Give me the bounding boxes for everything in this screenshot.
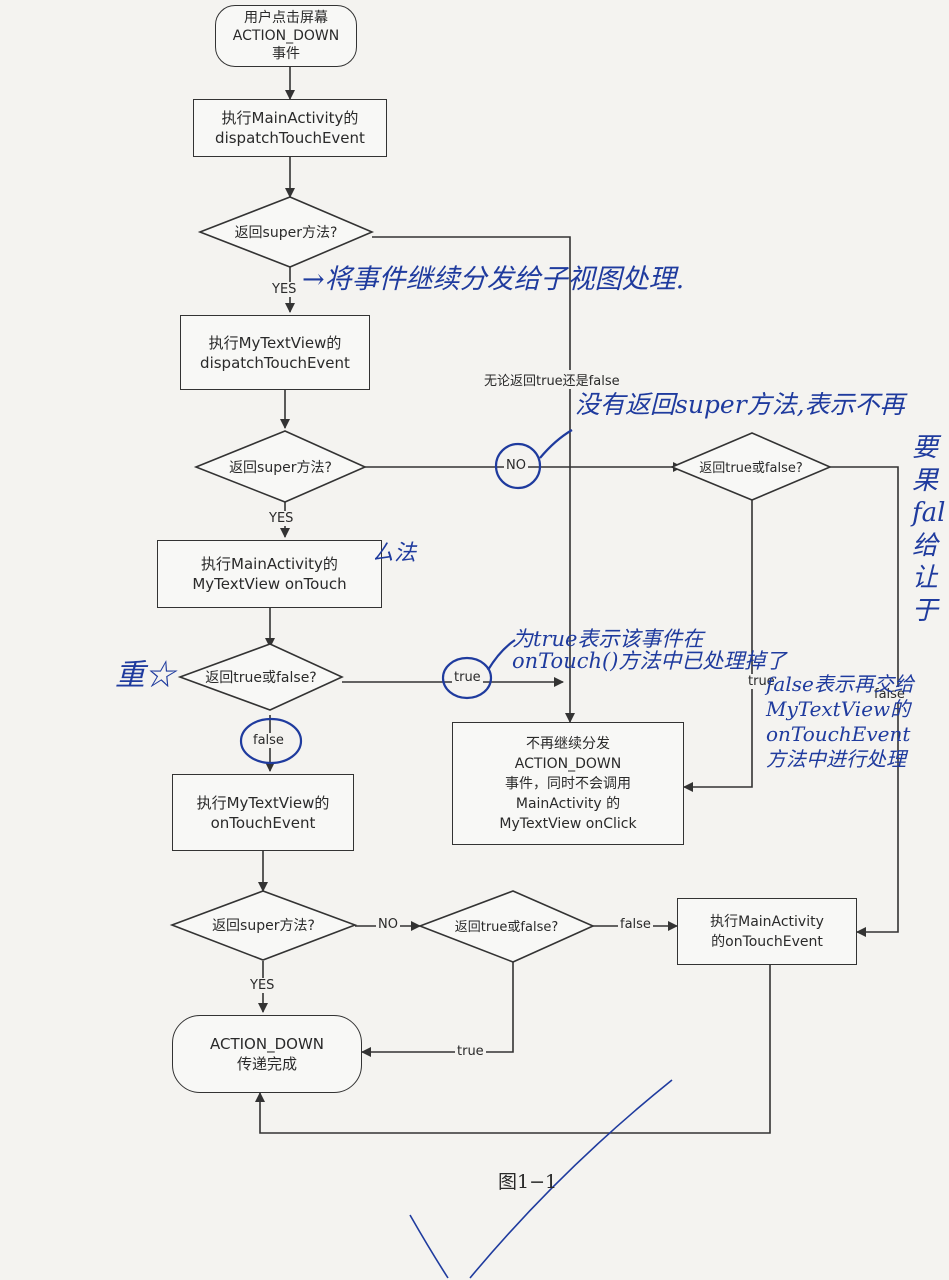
decision-d3-text: 返回true或false?	[205, 670, 317, 686]
handwritten-note: 为true表示该事件在 onTouch()方法中已处理掉了	[512, 627, 787, 674]
check-mark	[409, 1079, 673, 1279]
edge-label-any-return: 无论返回true还是false	[482, 370, 622, 389]
edge-label-false: false	[251, 733, 286, 748]
annotation-arrow	[539, 429, 573, 459]
decision-d2-text: 返回super方法?	[229, 460, 332, 476]
figure-caption: 图1−1	[498, 1171, 558, 1193]
edge-label-yes: YES	[270, 282, 299, 297]
decision-diamond	[193, 430, 367, 503]
edge-label-true: true	[455, 1044, 486, 1059]
annotation-circle	[441, 656, 493, 700]
annotation-arrow	[487, 639, 516, 671]
decision-diamond	[417, 890, 595, 963]
decision-diamond	[669, 432, 833, 501]
done-node: ACTION_DOWN 传递完成	[172, 1015, 362, 1093]
handwritten-note: ㄙ法	[372, 541, 417, 566]
edge-label-yes: YES	[267, 511, 296, 526]
main-dispatch-box: 执行MainActivity的 dispatchTouchEvent	[193, 99, 387, 157]
connector	[372, 236, 575, 723]
connector	[255, 965, 771, 1134]
edge-label-no: NO	[376, 917, 400, 932]
stop-dispatch-box: 不再继续分发 ACTION_DOWN 事件，同时不会调用 MainActivit…	[452, 722, 684, 845]
edge-label-false: false	[618, 917, 653, 932]
decision-d4b-text: 返回true或false?	[454, 920, 559, 935]
handwritten-note: 没有返回super方法,表示不再	[575, 390, 905, 419]
handwritten-star: 重☆	[115, 658, 175, 693]
edge-label-no: NO	[504, 458, 528, 473]
annotation-circle	[494, 442, 542, 490]
decision-d2b-text: 返回true或false?	[699, 461, 803, 476]
decision-d4-text: 返回super方法?	[212, 918, 315, 934]
decision-diamond	[177, 643, 344, 711]
annotation-circle	[239, 717, 303, 765]
edge-label-true: true	[746, 674, 777, 689]
connector	[361, 962, 514, 1057]
decision-d1-text: 返回super方法?	[234, 225, 338, 241]
connector	[683, 500, 753, 792]
decision-diamond	[197, 196, 375, 268]
main-ontouchevent-box: 执行MainActivity 的onTouchEvent	[677, 898, 857, 965]
handwritten-note: 要果 fal 给 让 于	[912, 433, 946, 626]
edge-label-false: false	[872, 687, 907, 702]
edge-label-true: true	[452, 670, 483, 685]
textview-dispatch-box: 执行MyTextView的 dispatchTouchEvent	[180, 315, 370, 390]
start-node: 用户点击屏幕 ACTION_DOWN 事件	[215, 5, 357, 67]
decision-diamond	[169, 890, 358, 961]
handwritten-note: →将事件继续分发给子视图处理.	[302, 264, 685, 295]
handwritten-note: false表示再交给 MyTextView的 onTouchEvent 方法中进…	[766, 672, 914, 771]
ontouch-box: 执行MainActivity的 MyTextView onTouch	[157, 540, 382, 608]
edge-label-yes: YES	[248, 978, 277, 993]
textview-ontouchevent-box: 执行MyTextView的 onTouchEvent	[172, 774, 354, 851]
